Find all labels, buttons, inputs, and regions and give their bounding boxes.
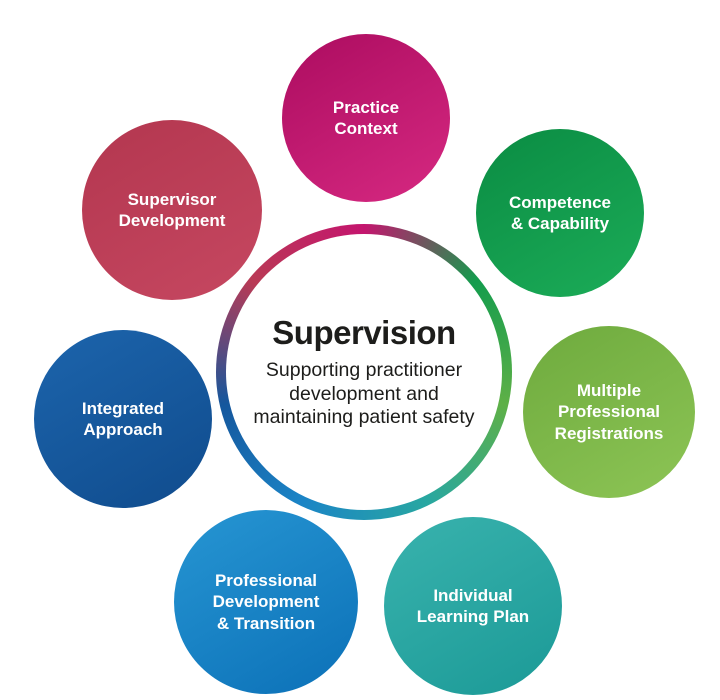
circle-competence-capability-label: Competence& Capability (508, 192, 611, 233)
circle-competence-capability: Competence& Capability (476, 129, 644, 297)
center-title: Supervision (272, 313, 456, 351)
